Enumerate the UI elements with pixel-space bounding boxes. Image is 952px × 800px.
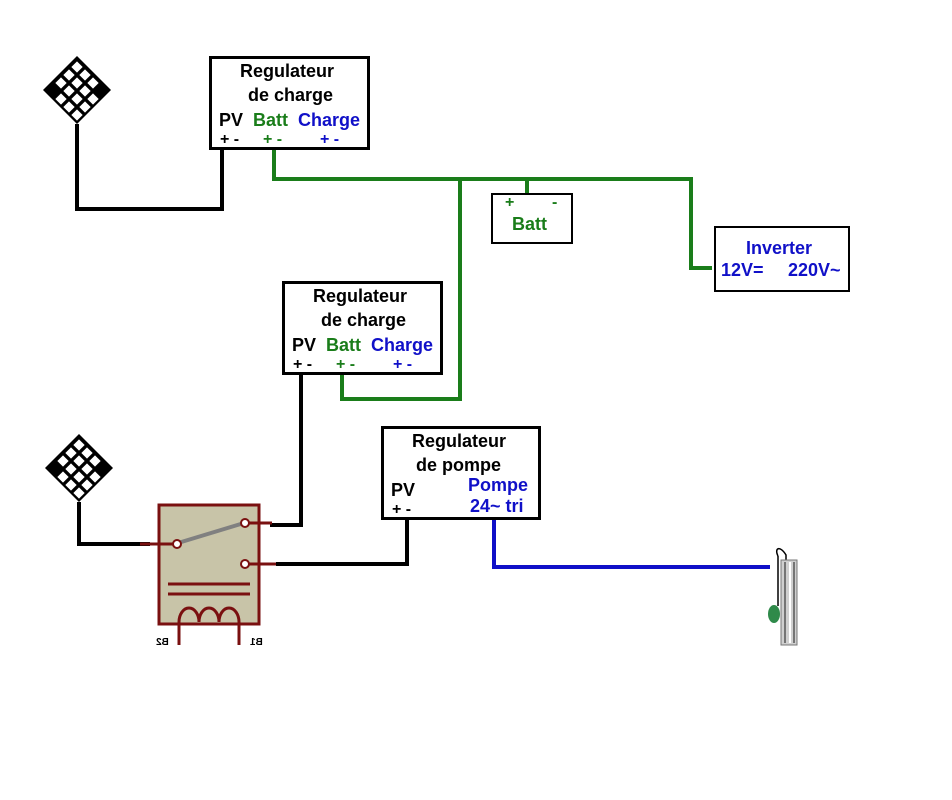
reg1-batt-terminals: + - (263, 131, 283, 148)
reg2-charge-terminals: + - (393, 356, 413, 373)
wire-pv1 (75, 124, 224, 211)
wire-pump (492, 517, 770, 569)
reg1-charge-terminals: + - (320, 131, 340, 148)
reg2-batt-terminals: + - (336, 356, 356, 373)
battery: + - Batt (491, 193, 573, 244)
reg3-pompe-spec: 24~ tri (470, 496, 524, 516)
wire-reg2-batt (340, 179, 462, 401)
reg2-pv-terminals: + - (293, 356, 313, 373)
reg1-charge-label: Charge (298, 110, 361, 130)
reg3-pv-terminals: + - (392, 501, 412, 518)
inverter-output: 220V~ (788, 260, 841, 280)
relay-label-b2: B2 (156, 637, 169, 648)
reg1-pv-terminals: + - (220, 131, 240, 148)
charge-regulator-1: Regulateur de charge PV Batt Charge + - … (209, 56, 370, 150)
reg2-batt-label: Batt (326, 335, 361, 355)
wire-batt-bus (272, 148, 712, 270)
reg2-pv-label: PV (292, 335, 317, 355)
reg1-title-1: Regulateur (240, 61, 335, 81)
wire-panel2-relay (77, 502, 150, 546)
reg2-charge-label: Charge (371, 335, 434, 355)
relay-label-b1: B1 (250, 637, 263, 648)
inverter: Inverter 12V= 220V~ (714, 226, 850, 292)
solar-panel-icon-2 (45, 434, 113, 502)
reg3-pompe-label: Pompe (468, 475, 529, 495)
reg2-title-1: Regulateur (313, 286, 408, 306)
wire-relay-reg3 (276, 517, 409, 566)
reg3-title-2: de pompe (416, 455, 502, 475)
wire-relay-reg2 (270, 372, 303, 527)
inverter-title: Inverter (746, 238, 813, 258)
reg1-batt-label: Batt (253, 110, 288, 130)
pump-regulator: Regulateur de pompe PV + - Pompe 24~ tri (381, 426, 541, 520)
inverter-input: 12V= (721, 260, 764, 280)
relay-icon (140, 503, 276, 645)
charge-regulator-2: Regulateur de charge PV Batt Charge + - … (282, 281, 443, 375)
battery-minus: - (552, 194, 558, 211)
reg2-title-2: de charge (321, 310, 407, 330)
reg3-pv-label: PV (391, 480, 416, 500)
pump-icon (768, 548, 798, 646)
battery-label: Batt (512, 214, 547, 234)
reg1-pv-label: PV (219, 110, 244, 130)
solar-panel-icon-1 (43, 56, 111, 124)
reg3-title-1: Regulateur (412, 431, 507, 451)
battery-plus: + (505, 194, 515, 211)
reg1-title-2: de charge (248, 85, 334, 105)
